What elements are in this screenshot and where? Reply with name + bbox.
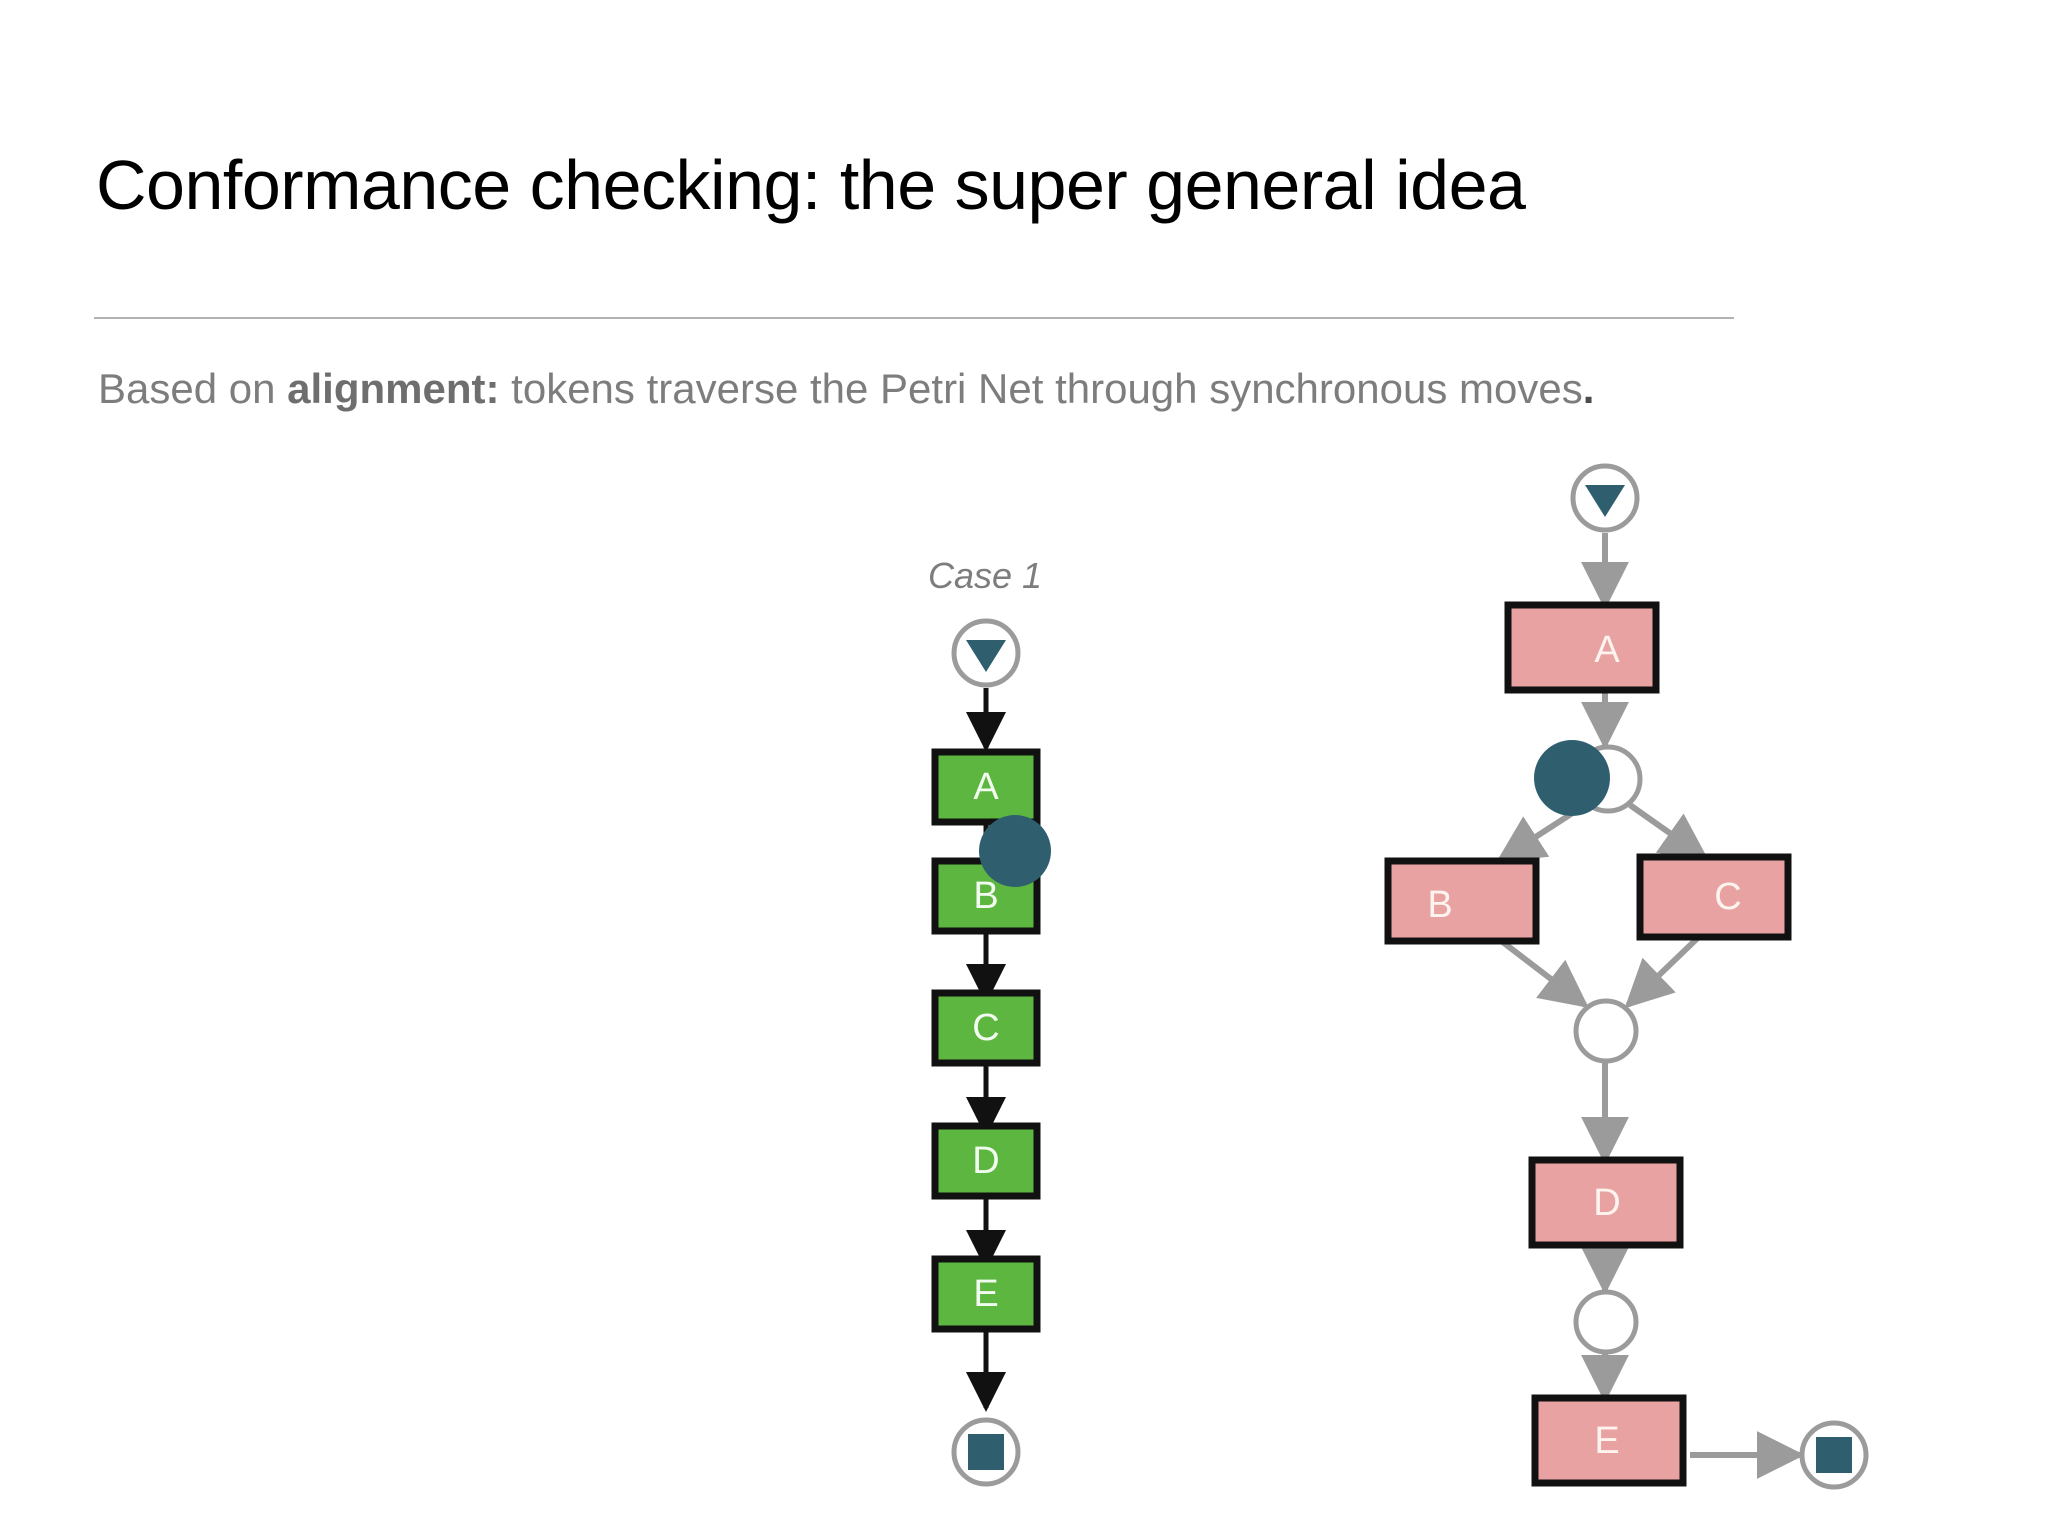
model-transition-c[interactable]: C (1636, 853, 1792, 941)
trace-activity-a-label: A (973, 766, 999, 808)
model-transition-a-label: A (1594, 629, 1620, 671)
model-diagram: A B C (1384, 463, 1869, 1490)
model-transition-d[interactable]: D (1528, 1156, 1684, 1249)
model-end-place (1799, 1420, 1869, 1490)
trace-activity-e-label: E (973, 1273, 998, 1315)
start-triangle-icon (966, 640, 1006, 672)
subtitle-period: . (1582, 365, 1595, 412)
trace-start-place (951, 618, 1021, 688)
model-token (1534, 740, 1610, 816)
model-transition-e-label: E (1594, 1420, 1619, 1462)
model-arc-p1-c (1628, 802, 1709, 861)
model-transition-e[interactable]: E (1531, 1394, 1687, 1487)
model-start-place (1570, 463, 1640, 533)
subtitle-emphasis: alignment: (287, 365, 500, 412)
case-label: Case 1 (928, 555, 1043, 596)
page-title: Conformance checking: the super general … (96, 146, 1526, 224)
model-transition-b-label: B (1427, 884, 1452, 926)
trace-activity-c[interactable]: C (931, 989, 1041, 1067)
model-transition-a[interactable]: A (1504, 601, 1660, 694)
end-square-icon (968, 1434, 1004, 1470)
start-triangle-icon (1585, 485, 1625, 517)
end-square-icon (1816, 1437, 1852, 1473)
model-transition-d-label: D (1593, 1182, 1620, 1224)
trace-activity-b-label: B (973, 875, 998, 917)
model-transition-b[interactable]: B (1384, 857, 1540, 945)
trace-activity-e[interactable]: E (931, 1255, 1041, 1333)
model-transition-c-label: C (1714, 876, 1741, 918)
subtitle-prefix: Based on (98, 365, 288, 412)
model-arc-b-p2 (1498, 937, 1589, 1008)
subtitle-suffix: tokens traverse the Petri Net through sy… (499, 365, 1583, 412)
trace-diagram: A B C D (931, 618, 1051, 1487)
model-arc-c-p2 (1624, 927, 1709, 1009)
slide-subtitle: Based on alignment: tokens traverse the … (98, 365, 1595, 412)
trace-end-place (951, 1417, 1021, 1487)
trace-activity-d-label: D (972, 1140, 999, 1182)
trace-activity-c-label: C (972, 1007, 999, 1049)
trace-token (979, 815, 1051, 887)
model-place-p2 (1573, 998, 1639, 1064)
title-divider (94, 317, 1734, 319)
model-place-p3 (1573, 1289, 1639, 1355)
trace-activity-d[interactable]: D (931, 1122, 1041, 1200)
trace-activity-a[interactable]: A (931, 748, 1041, 826)
